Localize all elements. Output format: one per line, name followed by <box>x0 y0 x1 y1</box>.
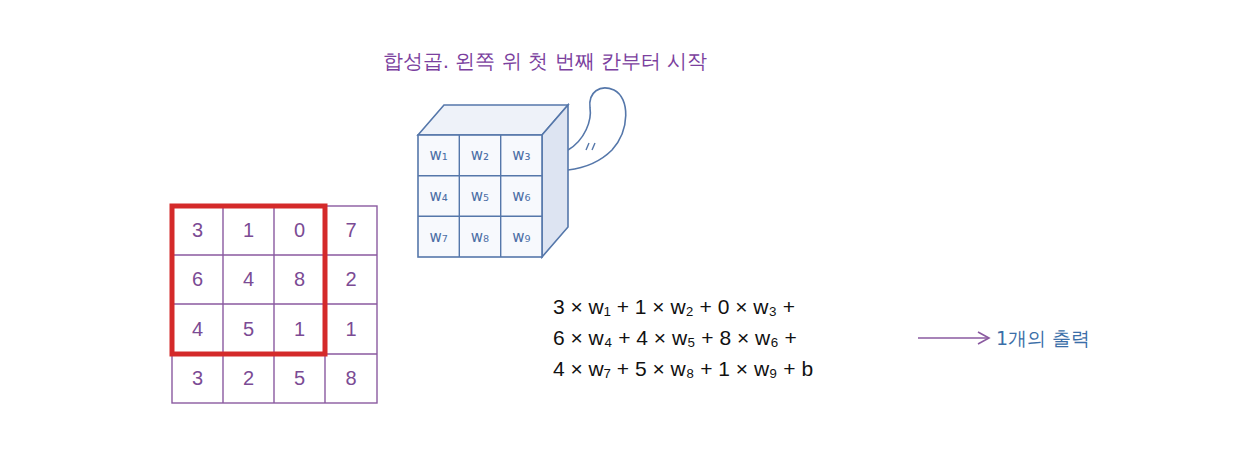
kernel-weight: w₃ <box>512 146 530 164</box>
table-cell: 0 <box>294 219 305 242</box>
table-cell-slot: 4 <box>172 304 223 354</box>
table-cell: 1 <box>345 318 356 341</box>
formula-line: 3 × w₁ + 1 × w₂ + 0 × w₃ + <box>553 295 795 319</box>
kernel-weight: w₈ <box>471 228 489 246</box>
input-grid-lines <box>172 206 377 403</box>
title-slot: 합성곱. 왼쪽 위 첫 번째 칸부터 시작 <box>320 44 770 78</box>
kernel-weight-slot: w₄ <box>418 176 459 217</box>
output-label: 1개의 출력 <box>996 326 1090 352</box>
output-label-slot: 1개의 출력 <box>996 324 1146 354</box>
kernel-front <box>418 135 542 257</box>
input-grid <box>172 206 377 403</box>
kernel-weight: w₉ <box>512 228 530 246</box>
kernel-side <box>542 105 568 257</box>
kernel-weight: w₅ <box>471 187 489 205</box>
kernel-weight-slot: w₉ <box>501 216 542 257</box>
table-cell: 5 <box>243 318 254 341</box>
table-cell: 6 <box>192 268 203 291</box>
motion-marks <box>586 143 595 150</box>
table-cell: 8 <box>345 367 356 390</box>
kernel-weight-slot: w₅ <box>459 176 500 217</box>
table-cell: 5 <box>294 367 305 390</box>
table-cell-slot: 2 <box>325 255 377 304</box>
table-cell-slot: 0 <box>274 206 325 255</box>
kernel-grid <box>418 135 542 257</box>
table-cell: 2 <box>345 268 356 291</box>
table-cell: 1 <box>243 219 254 242</box>
table-cell-slot: 1 <box>325 304 377 354</box>
table-cell-slot: 3 <box>172 354 223 403</box>
table-cell: 4 <box>243 268 254 291</box>
kernel-weight-slot: w₆ <box>501 176 542 217</box>
table-cell-slot: 2 <box>223 354 274 403</box>
output-arrowhead <box>978 332 989 344</box>
formula-line-slot: 4 × w₇ + 5 × w₈ + 1 × w₉ + b <box>553 354 903 384</box>
formula-line: 6 × w₄ + 4 × w₅ + 8 × w₆ + <box>553 326 797 350</box>
kernel-weight-slot: w₈ <box>459 216 500 257</box>
table-cell-slot: 1 <box>274 304 325 354</box>
table-cell-slot: 8 <box>325 354 377 403</box>
table-cell-slot: 5 <box>274 354 325 403</box>
table-cell-slot: 6 <box>172 255 223 304</box>
kernel-weight-slot: w₂ <box>459 135 500 176</box>
kernel-weight-slot: w₃ <box>501 135 542 176</box>
title: 합성곱. 왼쪽 위 첫 번째 칸부터 시작 <box>383 48 708 75</box>
table-cell: 3 <box>192 219 203 242</box>
formula-line: 4 × w₇ + 5 × w₈ + 1 × w₉ + b <box>553 357 813 381</box>
table-cell: 7 <box>345 219 356 242</box>
loop-line <box>568 88 626 170</box>
kernel-weight-slot: w₁ <box>418 135 459 176</box>
output-arrow <box>918 337 988 339</box>
table-cell-slot: 4 <box>223 255 274 304</box>
table-cell: 1 <box>294 318 305 341</box>
table-cell-slot: 5 <box>223 304 274 354</box>
table-cell: 8 <box>294 268 305 291</box>
table-cell-slot: 8 <box>274 255 325 304</box>
highlight-window <box>172 206 325 354</box>
kernel-weight: w₂ <box>471 146 489 164</box>
kernel-weight: w₇ <box>430 228 448 246</box>
table-cell-slot: 7 <box>325 206 377 255</box>
table-cell-slot: 1 <box>223 206 274 255</box>
formula-line-slot: 3 × w₁ + 1 × w₂ + 0 × w₃ + <box>553 292 903 322</box>
kernel-weight: w₄ <box>430 187 448 205</box>
kernel-weight-slot: w₇ <box>418 216 459 257</box>
kernel-weight: w₁ <box>430 146 448 164</box>
table-cell-slot: 3 <box>172 206 223 255</box>
table-cell: 3 <box>192 367 203 390</box>
table-cell: 2 <box>243 367 254 390</box>
kernel-weight: w₆ <box>512 187 530 205</box>
table-cell: 4 <box>192 318 203 341</box>
formula-line-slot: 6 × w₄ + 4 × w₅ + 8 × w₆ + <box>553 323 903 353</box>
